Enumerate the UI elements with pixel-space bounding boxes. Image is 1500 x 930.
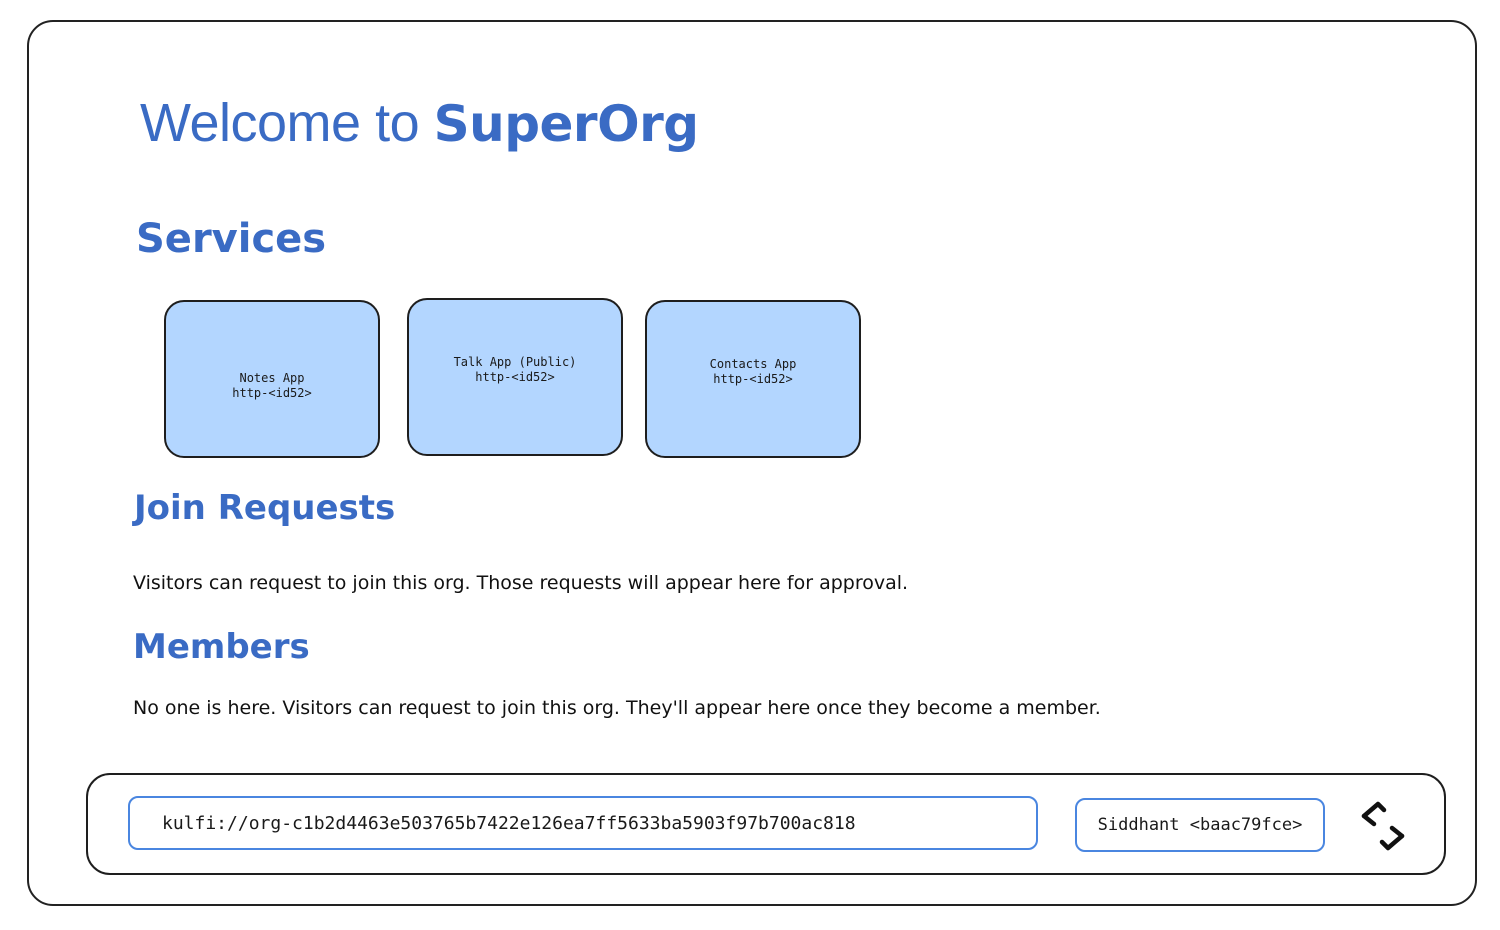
- service-tile-contacts-app[interactable]: Contacts App http-<id52>: [645, 300, 861, 458]
- org-name: SuperOrg: [433, 95, 699, 153]
- join-requests-heading: Join Requests: [134, 488, 396, 528]
- service-name: Talk App (Public): [453, 355, 577, 369]
- members-text: No one is here. Visitors can request to …: [133, 697, 1101, 719]
- service-url: http-<id52>: [232, 386, 312, 400]
- app-window: [27, 20, 1477, 906]
- service-tile-talk-app[interactable]: Talk App (Public) http-<id52>: [407, 298, 623, 456]
- service-name: Contacts App: [709, 357, 797, 371]
- user-identity-button[interactable]: Siddhant <baac79fce>: [1075, 798, 1325, 852]
- service-url: http-<id52>: [713, 372, 793, 386]
- page-title: Welcome to SuperOrg: [140, 92, 699, 154]
- service-name: Notes App: [239, 371, 305, 385]
- address-input[interactable]: [128, 796, 1038, 850]
- service-tile-notes-app[interactable]: Notes App http-<id52>: [164, 300, 380, 458]
- switch-icon[interactable]: [1358, 800, 1408, 852]
- services-heading: Services: [136, 216, 327, 262]
- join-requests-text: Visitors can request to join this org. T…: [133, 572, 909, 594]
- welcome-prefix: Welcome to: [140, 93, 434, 153]
- service-url: http-<id52>: [475, 370, 555, 384]
- members-heading: Members: [133, 627, 310, 667]
